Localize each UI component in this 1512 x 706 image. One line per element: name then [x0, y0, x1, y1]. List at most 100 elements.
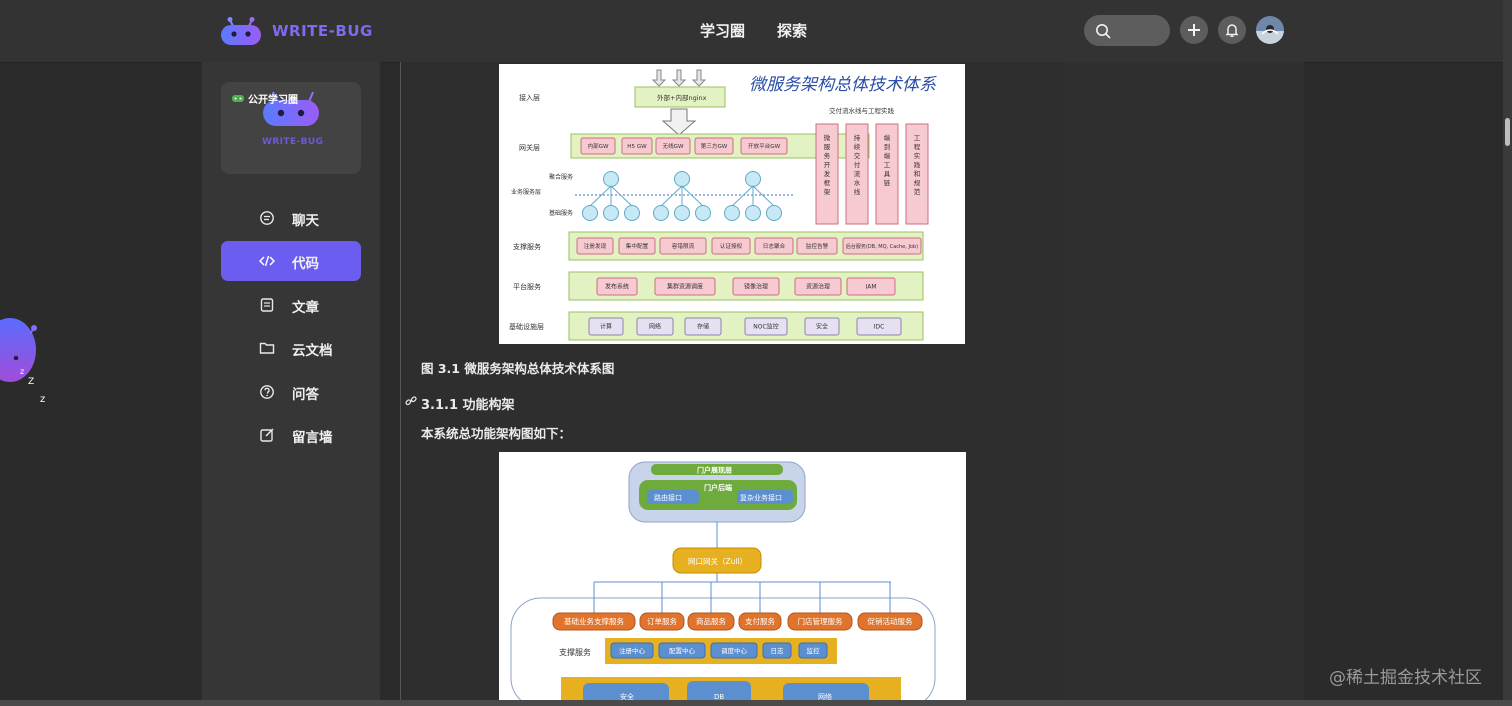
platform-box-label: IAM	[865, 284, 876, 291]
support-box-label: 后台服务(DB, MQ, Cache, Job)	[846, 243, 918, 250]
site-logo[interactable]: WRITE-BUG	[220, 14, 373, 48]
page-scrollbar[interactable]	[1503, 0, 1512, 706]
gateway-box	[655, 137, 691, 155]
sidebar-item-code[interactable]: 代码	[221, 241, 361, 281]
layer-label: 接入层	[519, 93, 540, 102]
infra-box-label: 计算	[600, 323, 612, 331]
user-avatar[interactable]	[1256, 16, 1284, 44]
delivery-column-label: 持续交付流水线	[854, 133, 861, 196]
infra-box	[744, 317, 788, 336]
service-node	[674, 171, 690, 187]
svg-text:平台服务: 平台服务	[513, 282, 541, 291]
circle-visibility-label: 公开学习圈	[248, 95, 298, 106]
gateway-box-label: H5 GW	[627, 144, 647, 150]
service-node	[653, 205, 669, 221]
gateway-box-label: 内部GW	[587, 142, 609, 150]
figure-caption: 图 3.1 微服务架构总体技术体系图	[421, 361, 615, 376]
service-box-label: 门店管理服务	[798, 616, 843, 626]
scrollbar-thumb[interactable]	[1505, 118, 1510, 146]
brand-name: WRITE-BUG	[272, 22, 373, 40]
gateway-box	[694, 137, 734, 155]
service-box	[857, 612, 923, 631]
infra-box	[804, 317, 840, 336]
section-intro: 本系统总功能架构图如下：	[421, 426, 572, 441]
sidebar-item-article[interactable]: 文章	[221, 285, 361, 325]
service-box-label: 支付服务	[745, 616, 775, 626]
infra-box-label: NOC监控	[753, 323, 778, 331]
svg-text:交付流水线与工程实践: 交付流水线与工程实践	[829, 106, 895, 115]
chat-icon	[260, 211, 274, 225]
svg-text:门户后端: 门户后端	[704, 483, 732, 492]
service-box-label: 基础业务支撑服务	[564, 616, 624, 626]
create-button[interactable]	[1180, 16, 1208, 44]
sidebar-item-label: 文章	[292, 300, 319, 316]
service-node	[603, 205, 619, 221]
support-service-box-label: 日志	[771, 646, 785, 655]
diagram-title: 微服务架构总体技术体系	[749, 75, 937, 95]
sidebar-item-qa[interactable]: 问答	[221, 372, 361, 412]
delivery-column	[845, 123, 869, 225]
platform-box-label: 资源治理	[806, 283, 830, 291]
sidebar-item-chat[interactable]: 聊天	[221, 198, 361, 238]
nav-explore[interactable]: 探索	[777, 22, 808, 40]
functional-architecture-figure: 门户展现层 门户后端 路由接口 复杂业务接口 网口网关（Zull） 基础业务支撑…	[499, 452, 966, 706]
question-icon	[260, 385, 274, 399]
service-link	[610, 185, 633, 207]
notifications-button[interactable]	[1218, 16, 1246, 44]
service-link	[660, 185, 683, 207]
main-nav: 学习圈 探索	[700, 20, 807, 41]
svg-text:z: z	[40, 394, 45, 405]
platform-box	[654, 277, 716, 296]
infra-box-label: 安全	[816, 323, 828, 331]
layer-label: 网关层	[519, 143, 540, 152]
service-node	[674, 205, 690, 221]
search-box[interactable]	[1084, 15, 1170, 46]
platform-box-label: 发布系统	[605, 283, 629, 291]
support-box	[659, 237, 707, 255]
service-node	[745, 205, 761, 221]
service-box	[687, 612, 735, 631]
gateway-box-label: 第三方GW	[701, 142, 728, 150]
right-panel	[1064, 62, 1304, 706]
svg-text:路由接口: 路由接口	[654, 493, 682, 502]
infra-box-label: 存储	[697, 323, 709, 331]
sleeping-robot-mascot-icon[interactable]: z Z z	[0, 306, 66, 406]
circle-card[interactable]	[221, 82, 361, 174]
circle-cover-image	[263, 91, 319, 126]
sidebar-item-label: 代码	[292, 256, 319, 272]
search-icon	[1096, 24, 1111, 39]
service-link	[681, 185, 704, 207]
avatar-image	[1256, 16, 1284, 44]
infra-box	[636, 317, 674, 336]
plus-icon	[1188, 24, 1200, 36]
sidebar-item-message-wall[interactable]: 留言墙	[221, 415, 361, 455]
support-box	[796, 237, 838, 255]
platform-box-label: 镜像治理	[744, 283, 768, 291]
sidebar-item-cloud-docs[interactable]: 云文档	[221, 328, 361, 368]
svg-text:聚合服务: 聚合服务	[549, 173, 573, 181]
gateway-box	[580, 137, 616, 155]
platform-box-label: 集群资源调度	[667, 283, 703, 291]
support-service-box	[762, 642, 792, 659]
nav-study-circle[interactable]: 学习圈	[700, 22, 746, 40]
platform-box	[732, 277, 780, 296]
delivery-column-label: 微服务开发框架	[824, 133, 831, 196]
infra-box	[588, 317, 624, 336]
folder-icon	[259, 342, 275, 354]
support-service-box	[658, 642, 706, 659]
support-box	[754, 237, 794, 255]
service-box	[639, 612, 685, 631]
anchor-link-icon[interactable]	[405, 395, 417, 407]
service-node	[745, 171, 761, 187]
support-service-box-label: 监控	[807, 646, 821, 655]
support-box-label: 监控告警	[806, 242, 829, 250]
support-box-label: 日志聚合	[763, 242, 786, 250]
support-box-label: 容错限流	[672, 242, 695, 250]
top-navigation-bar: WRITE-BUG 学习圈 探索	[0, 0, 1512, 63]
svg-text:安全: 安全	[620, 692, 634, 701]
gateway-box	[621, 137, 653, 155]
support-box-label: 注册发现	[584, 242, 607, 250]
watermark: @稀土掘金技术社区	[1329, 668, 1482, 688]
svg-text:业务服务层: 业务服务层	[511, 188, 541, 196]
